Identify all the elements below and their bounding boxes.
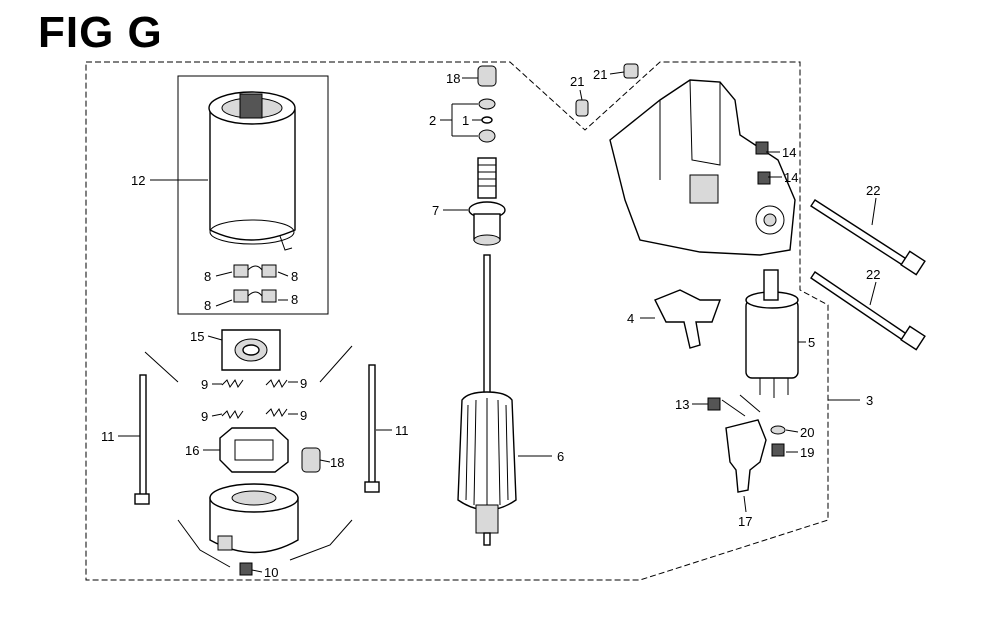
housing-nut-a-part [755,141,769,155]
leader-left-group [144,345,353,568]
label-6: 6 [557,449,564,464]
rear-cover-part [209,483,299,554]
label-13: 13 [675,397,689,412]
label-18-upper: 18 [446,71,460,86]
label-11-left: 11 [101,429,115,444]
dowel-pin-a-part [575,99,589,117]
solenoid-nut-part [707,397,721,411]
brush-set-part [233,264,277,303]
pinion-gear-part [468,157,506,246]
terminal-bracket-part [725,419,767,493]
rear-cover-nut-part [239,562,253,576]
label-11-right: 11 [395,423,409,438]
label-19: 19 [800,445,814,460]
mounting-bolt-upper-part [810,199,926,276]
terminal-nut-part [771,443,785,457]
brush-holder-part [221,329,281,371]
housing-nut-b-part [757,171,771,185]
label-17: 17 [738,514,752,529]
yoke-subassembly-box [177,75,329,315]
mounting-bolt-lower-part [810,271,926,351]
label-9d: 9 [300,408,307,423]
label-8d: 8 [291,292,298,307]
label-20: 20 [800,425,814,440]
solenoid-part [745,269,799,398]
thrust-washer-part [478,98,496,110]
label-12: 12 [131,173,145,188]
label-3: 3 [866,393,873,408]
label-22b: 22 [866,267,880,282]
brush-plate-part [219,427,289,473]
label-9c: 9 [201,409,208,424]
starter-housing-part [609,79,796,256]
label-14b: 14 [784,170,798,185]
through-bolt-left-part [134,374,150,505]
label-16: 16 [185,443,199,458]
label-2: 2 [429,113,436,128]
label-4: 4 [627,311,634,326]
bushing-lower-part [301,447,321,473]
terminal-washer-part [770,425,786,435]
armature-part [457,254,517,546]
label-9a: 9 [201,377,208,392]
circlip-part [481,116,493,124]
label-8a: 8 [204,269,211,284]
label-7: 7 [432,203,439,218]
stop-collar-part [478,129,496,143]
leader-lines [118,71,877,573]
figure-title: FIG G [38,8,163,57]
label-9b: 9 [300,376,307,391]
label-14a: 14 [782,145,796,160]
label-1: 1 [462,113,469,128]
through-bolt-right-part [364,364,380,493]
assembly-boundary [85,61,829,581]
label-10: 10 [264,565,278,580]
yoke-housing-part [208,91,296,251]
label-18-lower: 18 [330,455,344,470]
bushing-upper-part [477,65,497,87]
label-8b: 8 [291,269,298,284]
label-8c: 8 [204,298,211,313]
label-22a: 22 [866,183,880,198]
label-15: 15 [190,329,204,344]
label-5: 5 [808,335,815,350]
brush-spring-set-part [221,378,288,420]
shift-lever-part [654,289,721,349]
label-21a: 21 [570,74,584,89]
label-21b: 21 [593,67,607,82]
dowel-pin-b-part [623,63,639,79]
